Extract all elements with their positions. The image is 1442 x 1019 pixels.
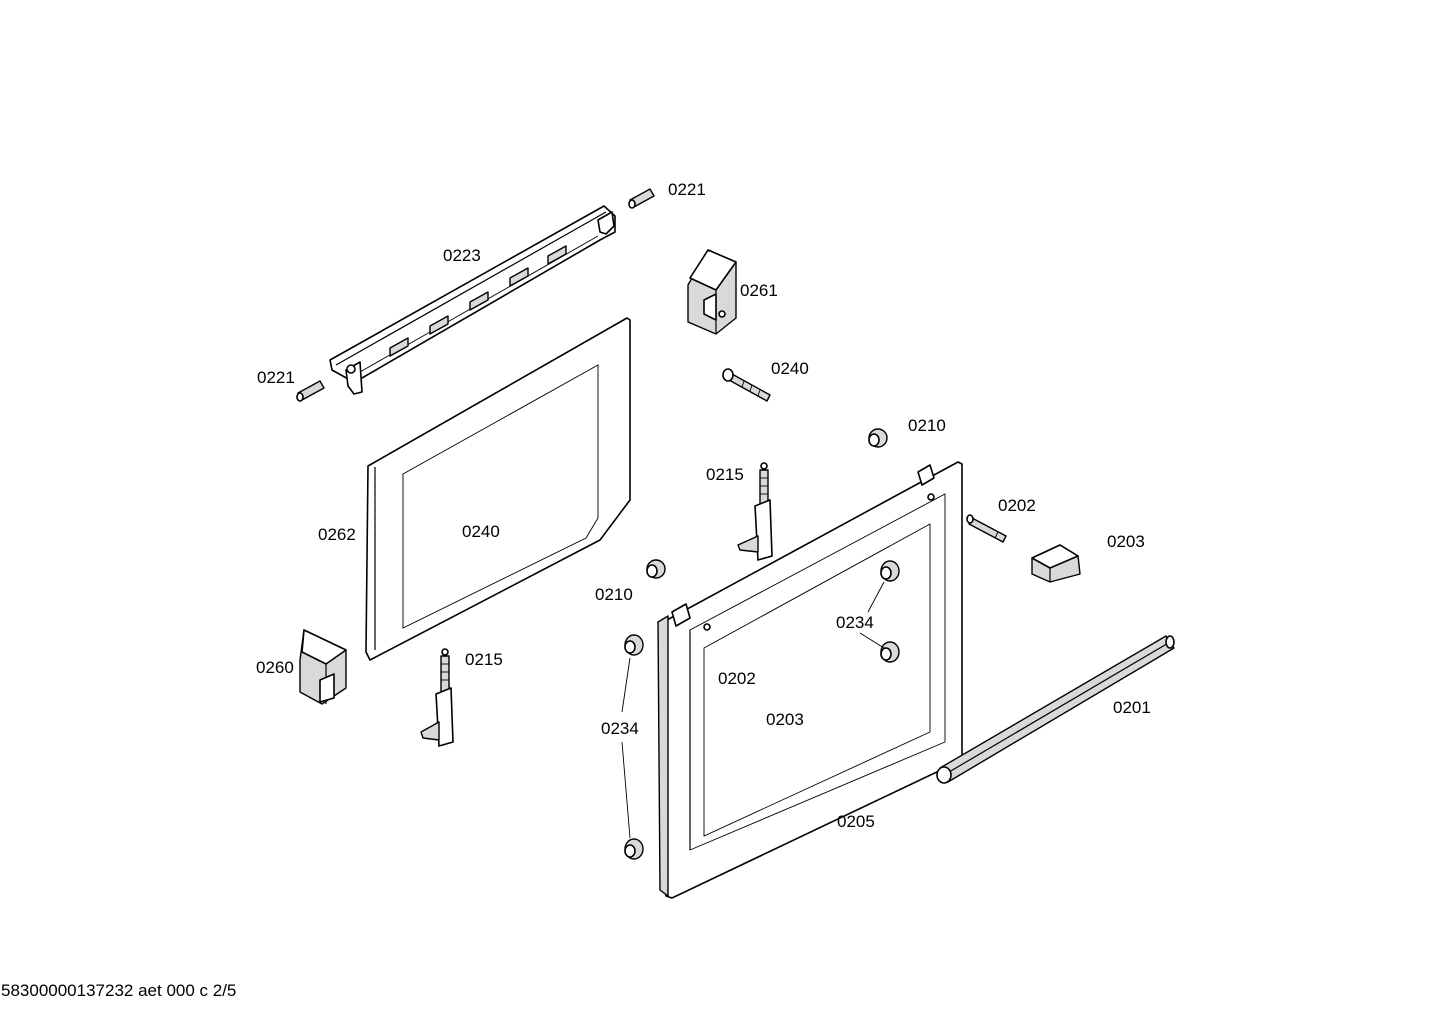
part-0203-clip-right xyxy=(1031,544,1081,583)
part-0201-handle-bar xyxy=(936,635,1175,784)
label-0202-right: 0202 xyxy=(998,496,1036,515)
label-0260: 0260 xyxy=(256,658,294,677)
part-0234-bumper-left-lower xyxy=(624,838,644,860)
part-0260-bracket xyxy=(299,629,347,705)
part-0223-top-rail xyxy=(329,205,616,395)
part-0210-bumper-lower xyxy=(646,559,666,579)
label-0223: 0223 xyxy=(443,246,481,265)
label-0205: 0205 xyxy=(837,812,875,831)
part-0234-bumper-left-upper xyxy=(624,634,644,656)
label-0210-lower: 0210 xyxy=(595,585,633,604)
part-0215-hinge-lower xyxy=(420,648,454,747)
label-0221-lower: 0221 xyxy=(257,368,295,387)
part-0210-bumper-upper xyxy=(868,428,888,448)
part-0234-bumper-door-lower xyxy=(880,641,900,663)
part-0240-screw-upper xyxy=(722,368,771,402)
label-0202-lower: 0202 xyxy=(718,669,756,688)
part-0234-bumper-door-upper xyxy=(880,560,900,582)
leader-lines xyxy=(621,581,885,839)
label-0215-lower: 0215 xyxy=(465,650,503,669)
drawing-code: 58300000137232 aet 000 c 2/5 xyxy=(1,981,237,1000)
label-0240-upper: 0240 xyxy=(771,359,809,378)
label-0240-lower: 0240 xyxy=(462,522,500,541)
label-0201: 0201 xyxy=(1113,698,1151,717)
part-0221-pin-right xyxy=(628,188,655,209)
label-0262: 0262 xyxy=(318,525,356,544)
part-0205-outer-door xyxy=(657,461,963,899)
label-0203-lower: 0203 xyxy=(766,710,804,729)
part-0202-rod-right xyxy=(966,514,1007,543)
label-0215-upper: 0215 xyxy=(706,465,744,484)
part-0262-inner-glass xyxy=(365,317,631,661)
label-0261: 0261 xyxy=(740,281,778,300)
label-0234-left: 0234 xyxy=(601,719,639,738)
part-0261-bracket xyxy=(687,249,737,335)
part-0215-hinge-upper xyxy=(737,462,773,561)
label-0210-upper: 0210 xyxy=(908,416,946,435)
part-0221-pin-left xyxy=(296,380,325,402)
label-0234-door: 0234 xyxy=(836,613,874,632)
label-0203-right: 0203 xyxy=(1107,532,1145,551)
label-0221-upper: 0221 xyxy=(668,180,706,199)
